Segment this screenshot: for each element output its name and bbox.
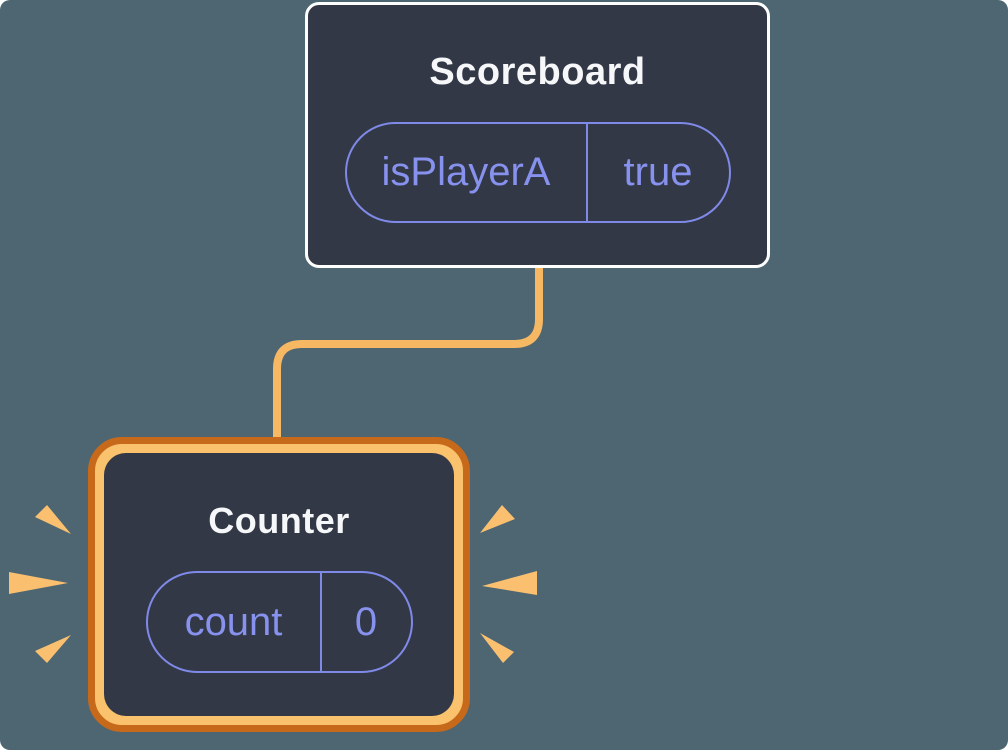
node-title: Counter	[208, 500, 350, 541]
state-value: 0	[354, 599, 378, 644]
component-node-scoreboard: Scoreboard isPlayerA true	[305, 2, 770, 268]
spark-ray-icon	[482, 571, 537, 595]
state-value: true	[623, 150, 693, 194]
state-name: isPlayerA	[347, 124, 588, 221]
spark-ray-icon	[480, 505, 515, 533]
state-pill: isPlayerA true	[344, 122, 731, 223]
state-name: count	[148, 573, 322, 671]
state-pill: count 0	[145, 571, 413, 673]
component-node-counter: Counter count 0	[104, 453, 454, 716]
tree-edge-connector	[273, 265, 543, 441]
spark-ray-icon	[480, 633, 514, 663]
component-node-counter-highlight-ring: Counter count 0	[88, 437, 470, 732]
spark-ray-icon	[35, 505, 71, 534]
spark-ray-icon	[35, 635, 71, 663]
node-title: Scoreboard	[429, 51, 646, 93]
spark-ray-icon	[9, 572, 68, 594]
